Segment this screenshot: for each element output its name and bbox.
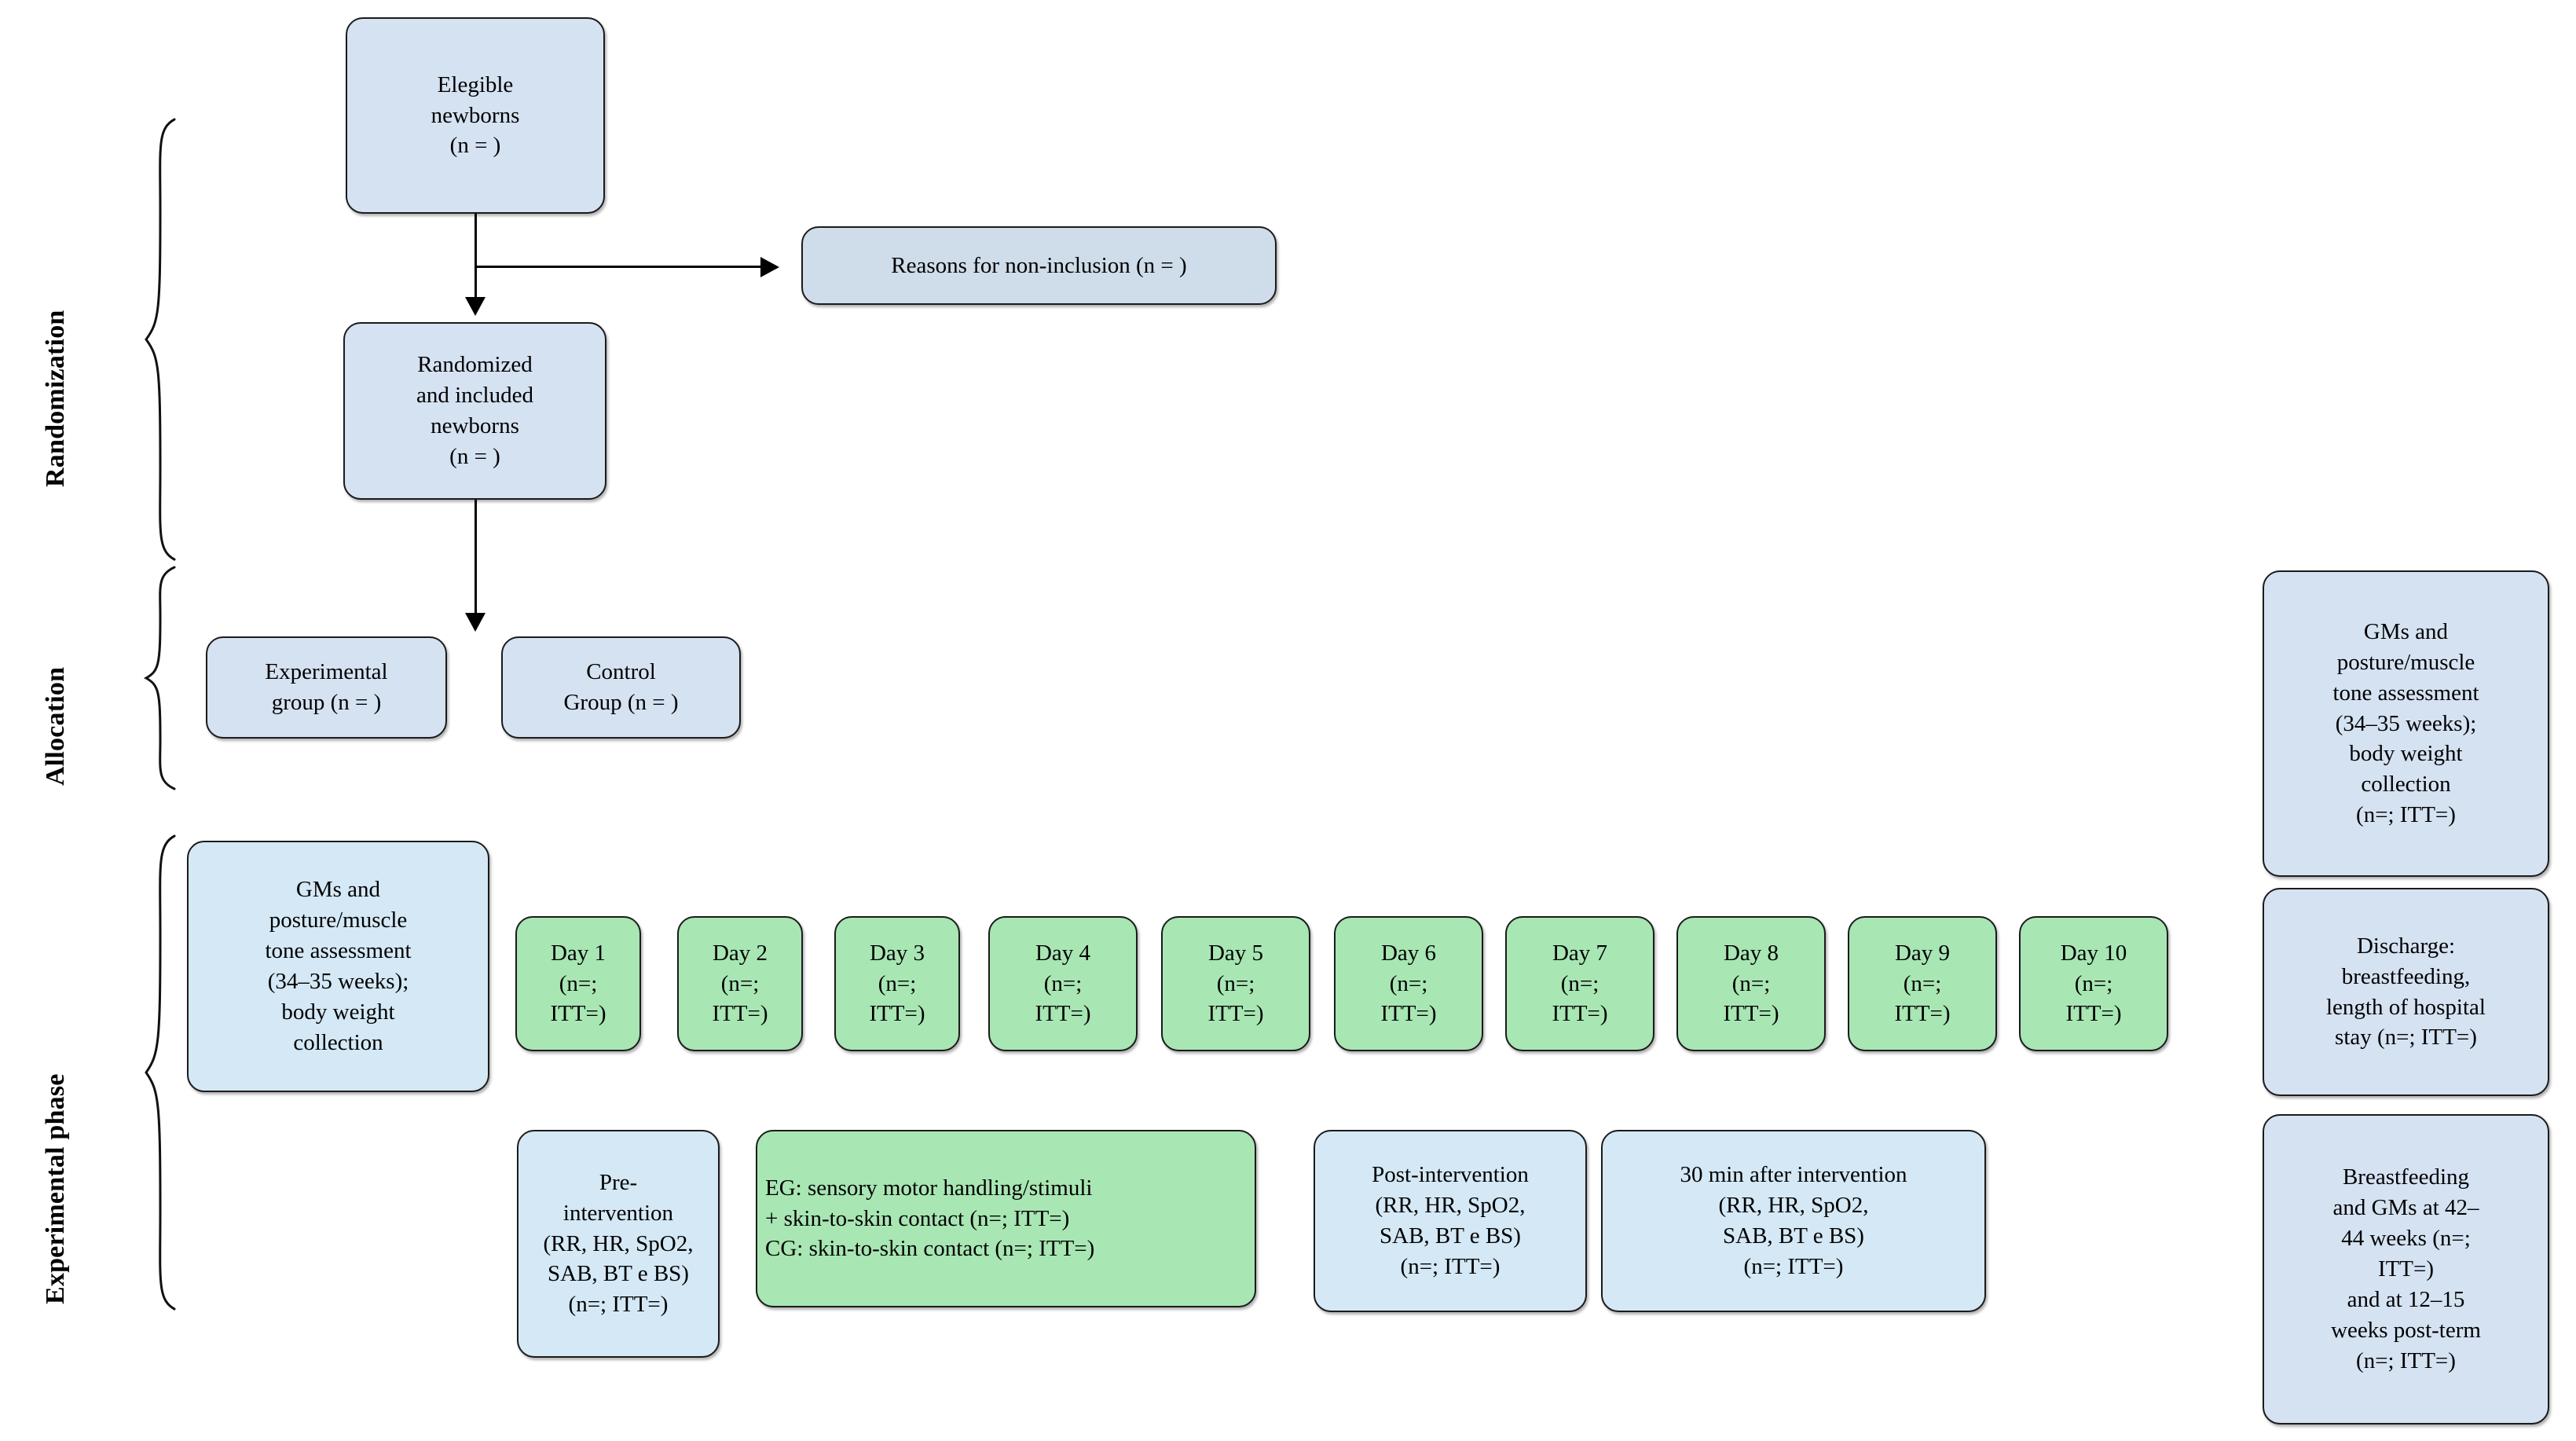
node-day-3[interactable]: Day 3 (n=; ITT=) — [834, 916, 960, 1051]
connector-eligible-to-randomized — [475, 214, 477, 302]
node-control-group[interactable]: Control Group (n = ) — [501, 636, 741, 739]
node-day-10[interactable]: Day 10 (n=; ITT=) — [2019, 916, 2168, 1051]
arrowhead-to-reasons — [760, 257, 779, 277]
arrowhead-randomized-to-allocation — [465, 613, 486, 632]
node-gms-assessment-right[interactable]: GMs and posture/muscle tone assessment (… — [2263, 570, 2549, 877]
node-breastfeeding-followup[interactable]: Breastfeeding and GMs at 42– 44 weeks (n… — [2263, 1114, 2549, 1424]
day-label: Day 6 (n=; ITT=) — [1380, 940, 1437, 1027]
node-gms-baseline[interactable]: GMs and posture/muscle tone assessment (… — [187, 841, 489, 1092]
node-day-1[interactable]: Day 1 (n=; ITT=) — [515, 916, 641, 1051]
arrowhead-eligible-to-randomized — [465, 297, 486, 316]
node-after-30-min[interactable]: 30 min after intervention (RR, HR, SpO2,… — [1601, 1130, 1986, 1312]
node-randomized-and-included[interactable]: Randomized and included newborns (n = ) — [343, 322, 606, 500]
day-label: Day 3 (n=; ITT=) — [869, 940, 925, 1027]
stage-label-experimental-phase: Experimental phase — [41, 1073, 70, 1304]
day-label: Day 4 (n=; ITT=) — [1035, 940, 1091, 1027]
stage-label-randomization: Randomization — [41, 310, 70, 487]
day-label: Day 2 (n=; ITT=) — [712, 940, 768, 1027]
node-day-9[interactable]: Day 9 (n=; ITT=) — [1848, 916, 1997, 1051]
stage-label-allocation: Allocation — [41, 666, 70, 786]
brace-randomization — [143, 116, 178, 563]
connector-to-reasons — [475, 266, 764, 268]
day-label: Day 5 (n=; ITT=) — [1207, 940, 1264, 1027]
day-label: Day 10 (n=; ITT=) — [2060, 940, 2127, 1027]
node-eligible-newborns[interactable]: Elegible newborns (n = ) — [346, 17, 605, 214]
brace-experimental-phase — [143, 833, 178, 1312]
node-discharge[interactable]: Discharge: breastfeeding, length of hosp… — [2263, 888, 2549, 1096]
day-label: Day 7 (n=; ITT=) — [1552, 940, 1608, 1027]
connector-randomized-to-allocation — [475, 500, 477, 618]
node-day-2[interactable]: Day 2 (n=; ITT=) — [677, 916, 803, 1051]
node-experimental-group[interactable]: Experimental group (n = ) — [206, 636, 447, 739]
node-day-8[interactable]: Day 8 (n=; ITT=) — [1676, 916, 1826, 1051]
day-label: Day 8 (n=; ITT=) — [1723, 940, 1779, 1027]
node-intervention[interactable]: EG: sensory motor handling/stimuli + ski… — [756, 1130, 1256, 1307]
node-reasons-for-non-inclusion[interactable]: Reasons for non-inclusion (n = ) — [801, 226, 1277, 305]
node-post-intervention[interactable]: Post-intervention (RR, HR, SpO2, SAB, BT… — [1314, 1130, 1587, 1312]
node-day-6[interactable]: Day 6 (n=; ITT=) — [1334, 916, 1483, 1051]
brace-allocation — [143, 564, 178, 792]
node-day-5[interactable]: Day 5 (n=; ITT=) — [1161, 916, 1310, 1051]
day-label: Day 1 (n=; ITT=) — [550, 940, 606, 1027]
node-pre-intervention[interactable]: Pre- intervention (RR, HR, SpO2, SAB, BT… — [517, 1130, 720, 1358]
day-label: Day 9 (n=; ITT=) — [1894, 940, 1951, 1027]
node-day-7[interactable]: Day 7 (n=; ITT=) — [1505, 916, 1654, 1051]
node-day-4[interactable]: Day 4 (n=; ITT=) — [988, 916, 1138, 1051]
